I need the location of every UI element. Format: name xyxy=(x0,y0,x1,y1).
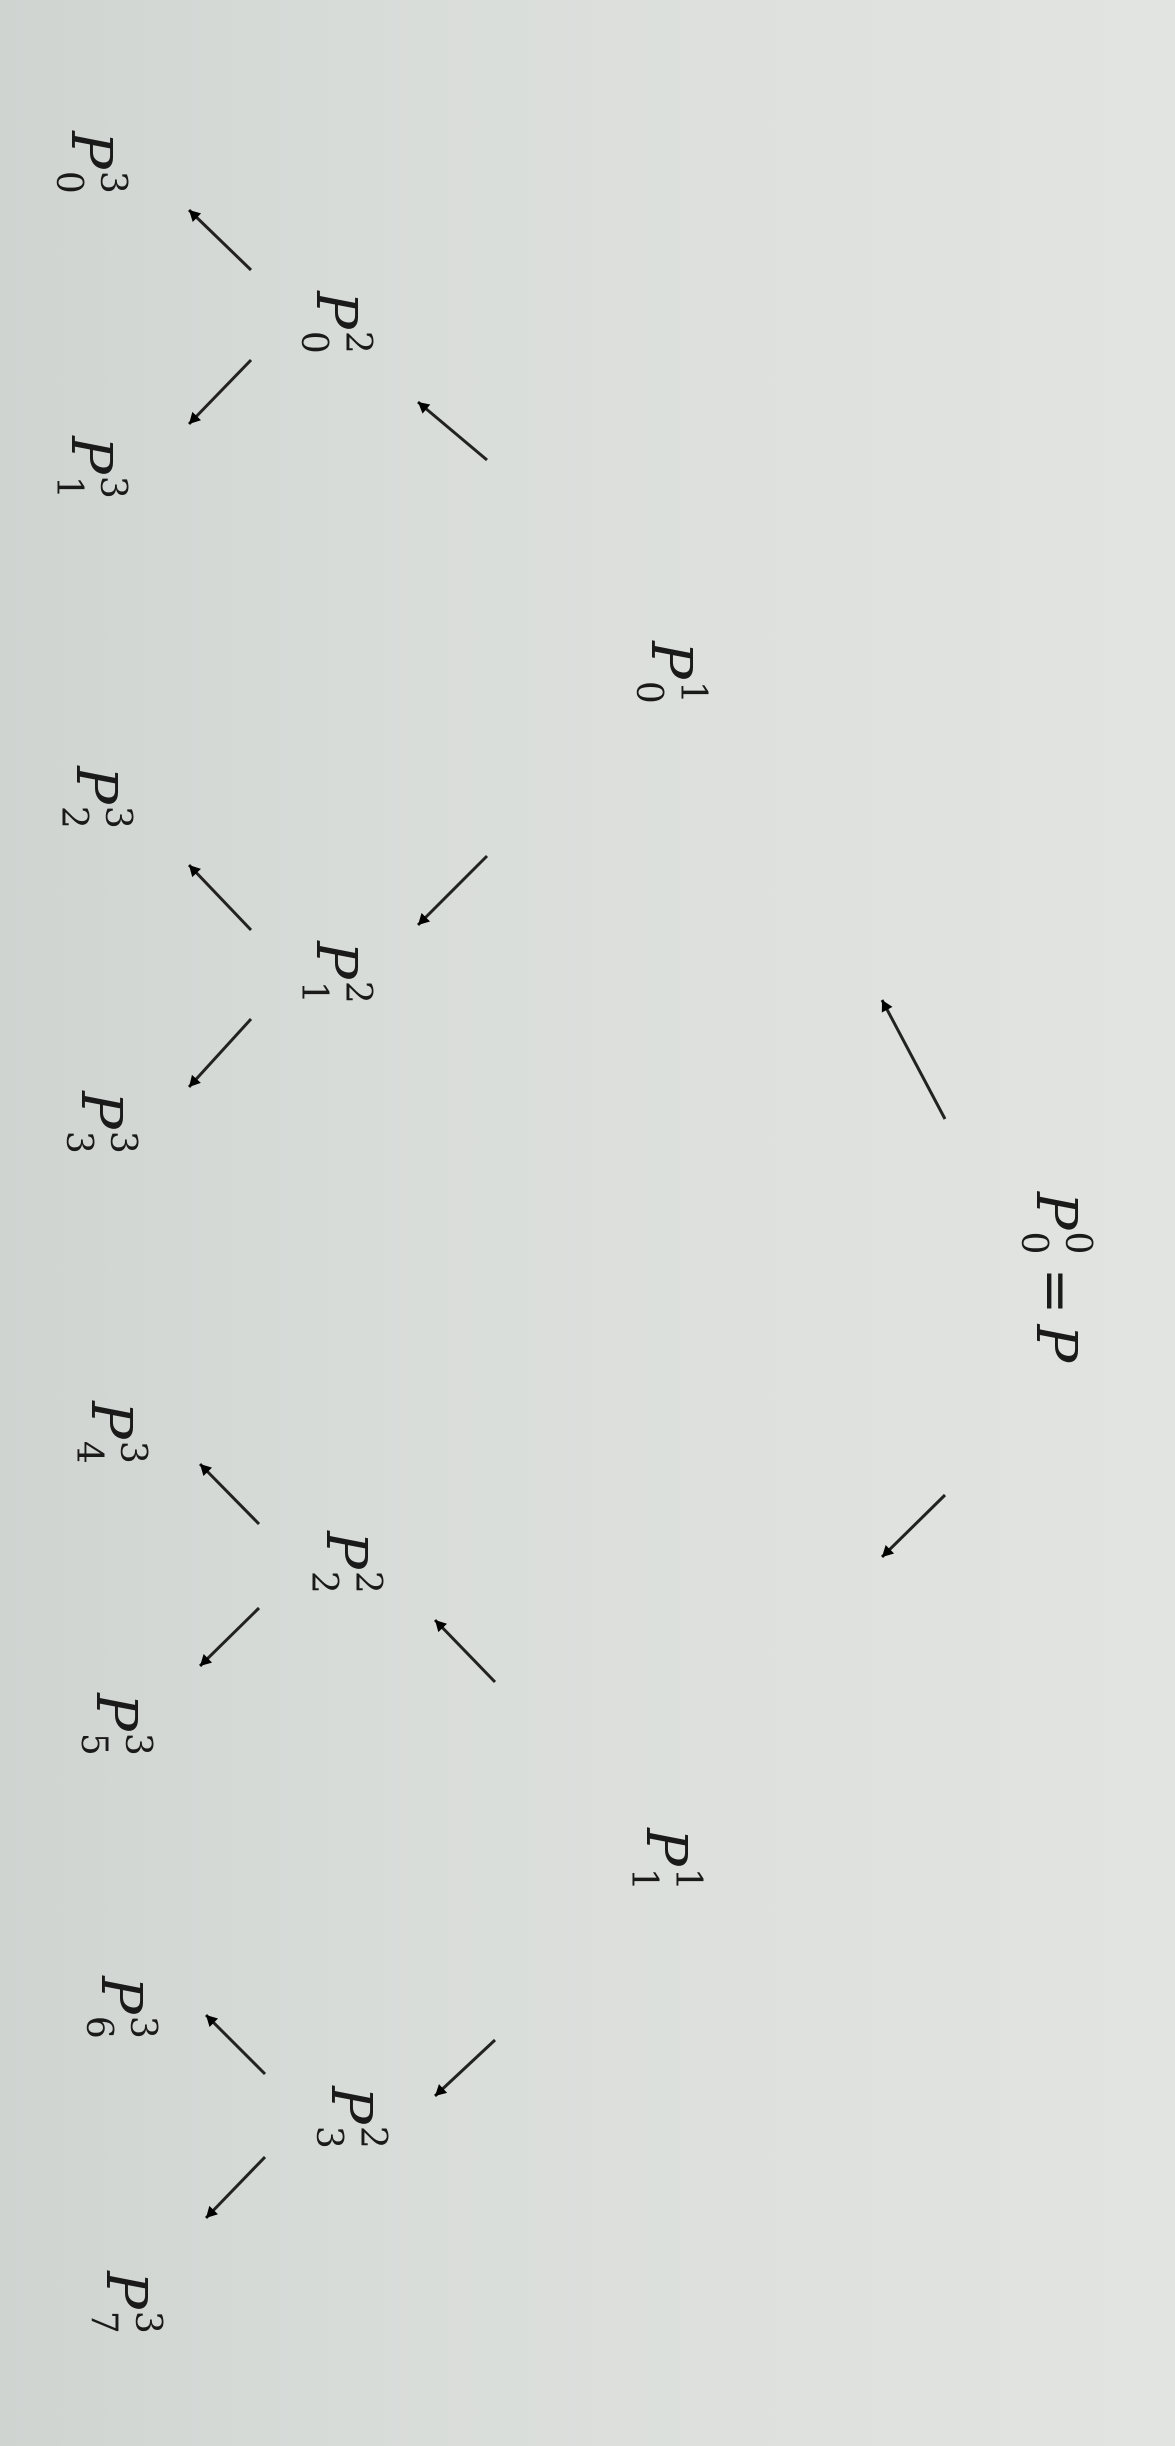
node-sup: 3 xyxy=(92,475,133,499)
arrow-p2-1-to-p3-3 xyxy=(187,1017,253,1089)
node-sup: 3 xyxy=(117,1732,158,1756)
arrow-p1-1-to-p2-2 xyxy=(433,1618,497,1684)
node-base: P xyxy=(1023,1191,1088,1230)
node-base: P xyxy=(63,766,128,804)
node-sup: 2 xyxy=(352,2125,393,2149)
node-sub: 1 xyxy=(48,475,89,499)
node-sub: 5 xyxy=(73,1732,114,1756)
node-sub: 0 xyxy=(1013,1231,1054,1255)
node-sub: 0 xyxy=(293,330,334,354)
node-base: P xyxy=(78,1401,143,1439)
arrow-p2-2-to-p3-4 xyxy=(198,1462,261,1526)
node-base: P xyxy=(313,1531,378,1569)
node-sup: 3 xyxy=(92,170,133,194)
node-base: P xyxy=(58,131,123,169)
node-sub: 1 xyxy=(293,980,334,1004)
node-sup: 3 xyxy=(102,1130,143,1154)
node-sup: 2 xyxy=(337,980,378,1004)
node-sub: 1 xyxy=(623,1867,664,1891)
node-base: P xyxy=(88,1976,153,2014)
node-sup: 2 xyxy=(337,330,378,354)
arrow-p2-2-to-p3-5 xyxy=(198,1606,261,1668)
arrow-p2-3-to-p3-6 xyxy=(204,2013,267,2076)
arrow-p2-0-to-p3-0 xyxy=(187,208,253,272)
arrow-p2-3-to-p3-7 xyxy=(204,2155,267,2220)
node-base: P xyxy=(93,2271,158,2309)
node-sub: 3 xyxy=(58,1130,99,1154)
node-sup: 0 xyxy=(1057,1231,1098,1255)
arrow-p1-0-to-p2-1 xyxy=(416,854,489,927)
node-sup: 3 xyxy=(97,805,138,829)
node-base: P xyxy=(633,1828,698,1866)
node-base: P xyxy=(638,641,703,679)
node-base: P xyxy=(68,1091,133,1129)
node-sub: 3 xyxy=(308,2125,349,2149)
arrow-p1-0-to-p2-0 xyxy=(417,400,488,462)
node-sup: 3 xyxy=(127,2310,168,2334)
node-sub: 0 xyxy=(48,170,89,194)
arrow-p2-0-to-p3-1 xyxy=(187,358,253,426)
node-sub: 0 xyxy=(628,680,669,704)
node-base: P xyxy=(83,1693,148,1731)
node-sub: 4 xyxy=(68,1440,109,1464)
node-sub: 6 xyxy=(78,2015,119,2039)
node-base: P xyxy=(318,2086,383,2124)
node-rhs: P xyxy=(1023,1324,1088,1363)
node-sup: 2 xyxy=(347,1570,388,1594)
equals-sign: = xyxy=(1023,1267,1088,1315)
node-sub: 2 xyxy=(303,1570,344,1594)
node-base: P xyxy=(303,941,368,979)
node-sup: 1 xyxy=(667,1867,708,1891)
node-sup: 1 xyxy=(672,680,713,704)
node-sub: 7 xyxy=(83,2310,124,2334)
arrow-p2-1-to-p3-2 xyxy=(187,863,253,932)
arrow-root-to-p1-1 xyxy=(880,1493,947,1559)
node-sup: 3 xyxy=(112,1440,153,1464)
node-base: P xyxy=(303,291,368,329)
node-sup: 3 xyxy=(122,2015,163,2039)
arrow-root-to-p1-0 xyxy=(880,999,947,1120)
node-base: P xyxy=(58,436,123,474)
arrow-p1-1-to-p2-3 xyxy=(433,2038,497,2098)
node-sub: 2 xyxy=(53,805,94,829)
